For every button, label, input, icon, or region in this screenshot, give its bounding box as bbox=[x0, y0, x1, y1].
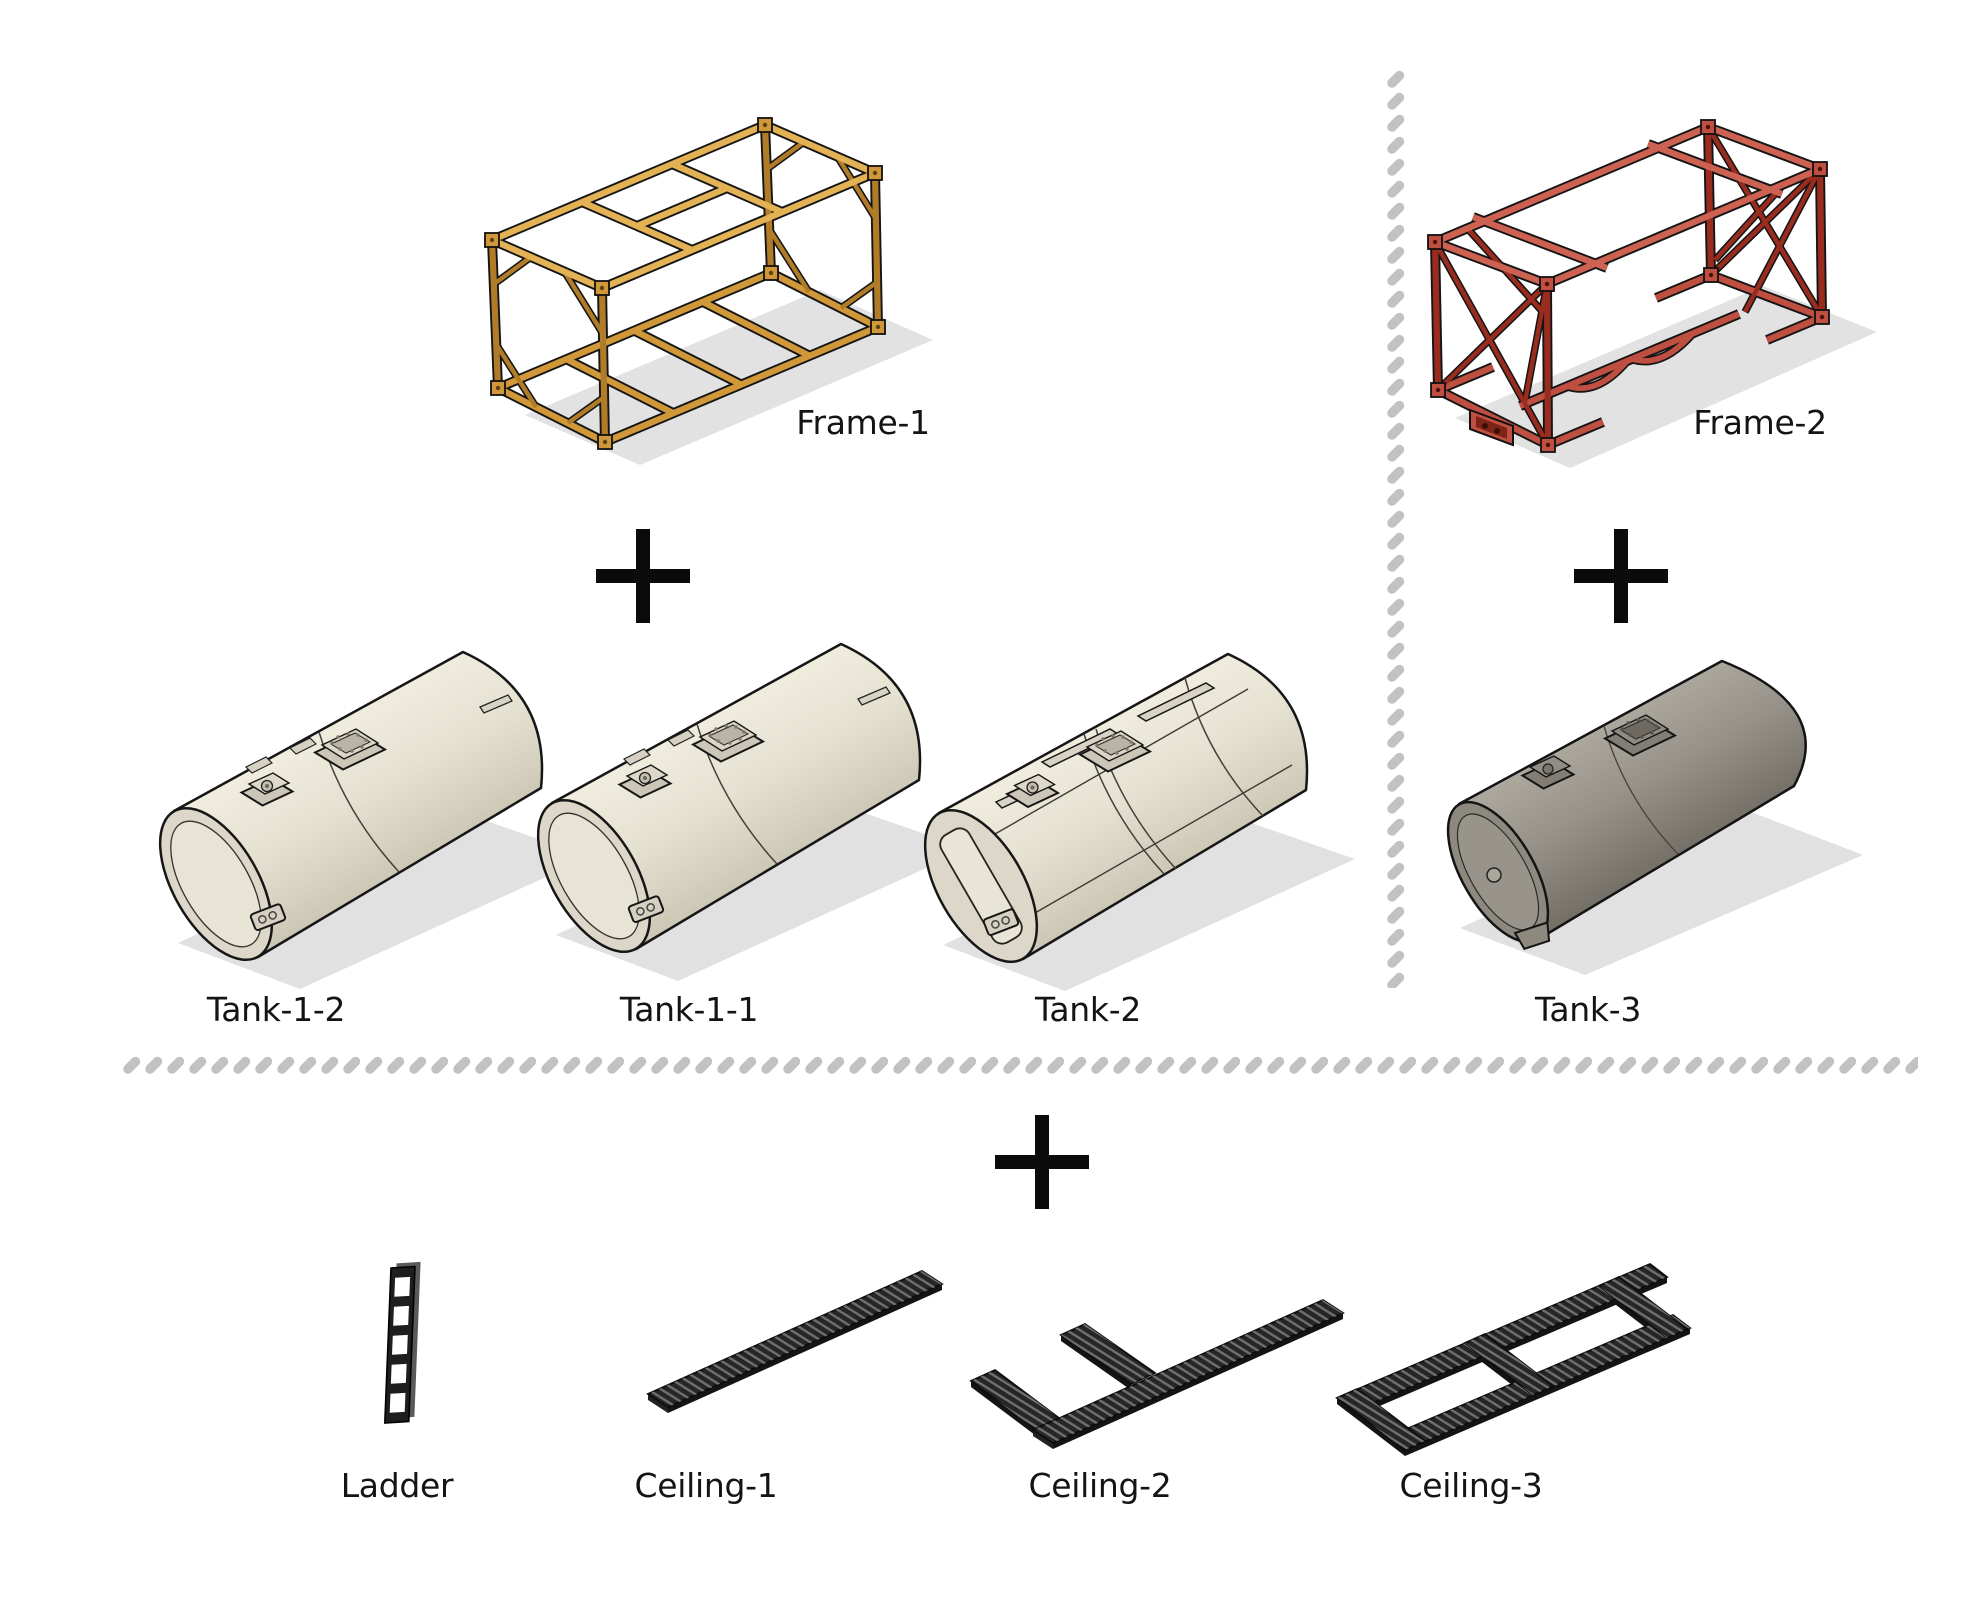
horizontal-dotted-divider bbox=[122, 1056, 1918, 1076]
frame-1-corner-castings bbox=[484, 117, 886, 450]
plus-icon bbox=[596, 529, 690, 623]
frame-1-model bbox=[484, 117, 933, 465]
ceiling-1-model bbox=[646, 1269, 944, 1413]
frame-2-label: Frame-2 bbox=[1693, 403, 1827, 442]
ceiling-3-model bbox=[1335, 1262, 1692, 1456]
tank-3-foot bbox=[1513, 921, 1551, 951]
frame-2-shadow bbox=[1455, 286, 1877, 468]
tank-2-label: Tank-2 bbox=[1034, 990, 1142, 1029]
frame-2-corner-castings bbox=[1427, 119, 1830, 453]
ceiling-1-label: Ceiling-1 bbox=[634, 1466, 778, 1505]
frame-1-label: Frame-1 bbox=[796, 403, 930, 442]
tank-2-model bbox=[923, 652, 1355, 991]
ladder-label: Ladder bbox=[340, 1466, 454, 1505]
tank-3-shadow bbox=[1460, 805, 1863, 975]
ladder-model bbox=[383, 1261, 421, 1424]
ceiling-2-label: Ceiling-2 bbox=[1028, 1466, 1172, 1505]
plus-icon bbox=[1574, 529, 1668, 623]
frame-2-iso-plate bbox=[1469, 408, 1514, 447]
frame-2-model bbox=[1427, 119, 1877, 468]
tank-3-label: Tank-3 bbox=[1534, 990, 1642, 1029]
tank-1-1-label: Tank-1-1 bbox=[619, 990, 759, 1029]
tank-1-2-label: Tank-1-2 bbox=[206, 990, 346, 1029]
ceiling-2-model bbox=[969, 1298, 1345, 1449]
tank-3-model bbox=[1446, 659, 1863, 975]
vertical-dotted-divider bbox=[1386, 68, 1405, 988]
ceiling-3-label: Ceiling-3 bbox=[1399, 1466, 1543, 1505]
plus-icon bbox=[995, 1115, 1089, 1209]
